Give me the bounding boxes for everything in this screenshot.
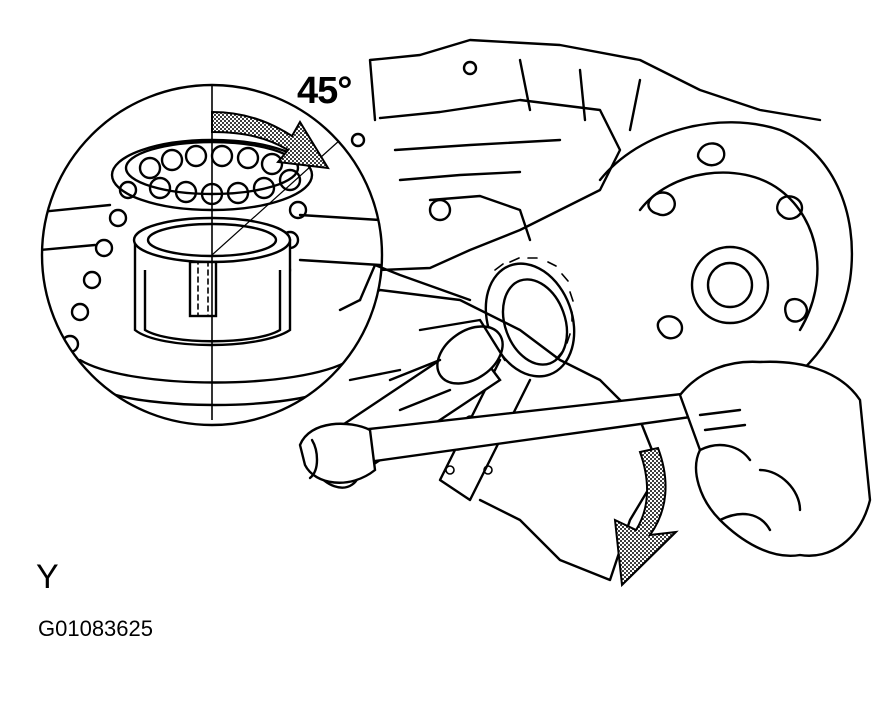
rotation-arrow-counterclockwise: [613, 446, 679, 588]
zoom-inset: [40, 83, 384, 427]
rotation-arrow-45-degrees: [211, 110, 330, 170]
inset-pointer-lines: [338, 263, 472, 312]
view-letter-label: Y: [36, 558, 59, 596]
angle-label: 45°: [297, 70, 352, 112]
crankshaft-pulley: [647, 142, 809, 340]
figure-code-label: G01083625: [38, 616, 153, 641]
hand: [678, 360, 872, 557]
